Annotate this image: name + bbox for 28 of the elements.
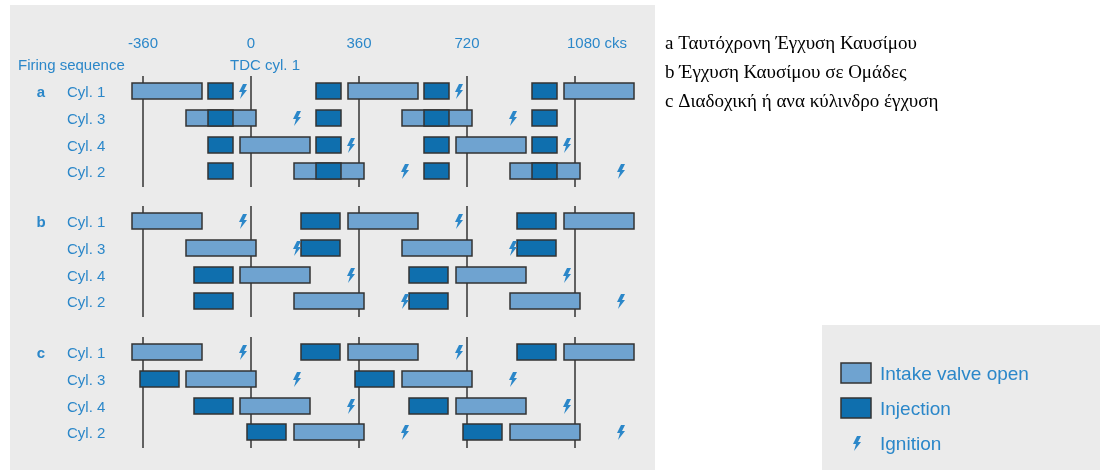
tick-label: -360 (128, 34, 158, 50)
cylinder-label: Cyl. 2 (67, 293, 106, 309)
description-text: b Έγχυση Καυσίμου σε Ομάδες (665, 61, 907, 81)
tick-label: 360 (346, 34, 372, 50)
cylinder-label: Cyl. 2 (67, 163, 106, 179)
cylinder-label: Cyl. 1 (67, 344, 106, 360)
description-text: c Διαδοχική ή ανα κύλινδρο έγχυση (665, 90, 939, 110)
cylinder-label: Cyl. 1 (67, 83, 106, 99)
axis-title: Firing sequence (18, 56, 125, 72)
tick-label: 0 (246, 34, 256, 50)
cylinder-label: Cyl. 4 (67, 137, 106, 153)
cylinder-label: Cyl. 2 (67, 424, 106, 440)
cylinder-label: Cyl. 4 (67, 267, 106, 283)
tick-label: 720 (454, 34, 480, 50)
group-letter: c (36, 344, 46, 360)
cylinder-label: Cyl. 4 (67, 398, 106, 414)
group-letter: a (36, 83, 46, 99)
cylinder-label: Cyl. 3 (67, 110, 106, 126)
cylinder-label: Cyl. 3 (67, 371, 106, 387)
legend-label: Injection (880, 398, 951, 418)
description-text: a Ταυτόχρονη Έγχυση Καυσίμου (665, 32, 917, 52)
group-letter: b (36, 213, 46, 229)
legend-label: Ignition (880, 433, 942, 453)
cylinder-label: Cyl. 1 (67, 213, 106, 229)
legend-label: Intake valve open (880, 363, 1029, 383)
tick-label: 1080 cks (567, 34, 627, 50)
cylinder-label: Cyl. 3 (67, 240, 106, 256)
axis-title: TDC cyl. 1 (230, 56, 300, 72)
